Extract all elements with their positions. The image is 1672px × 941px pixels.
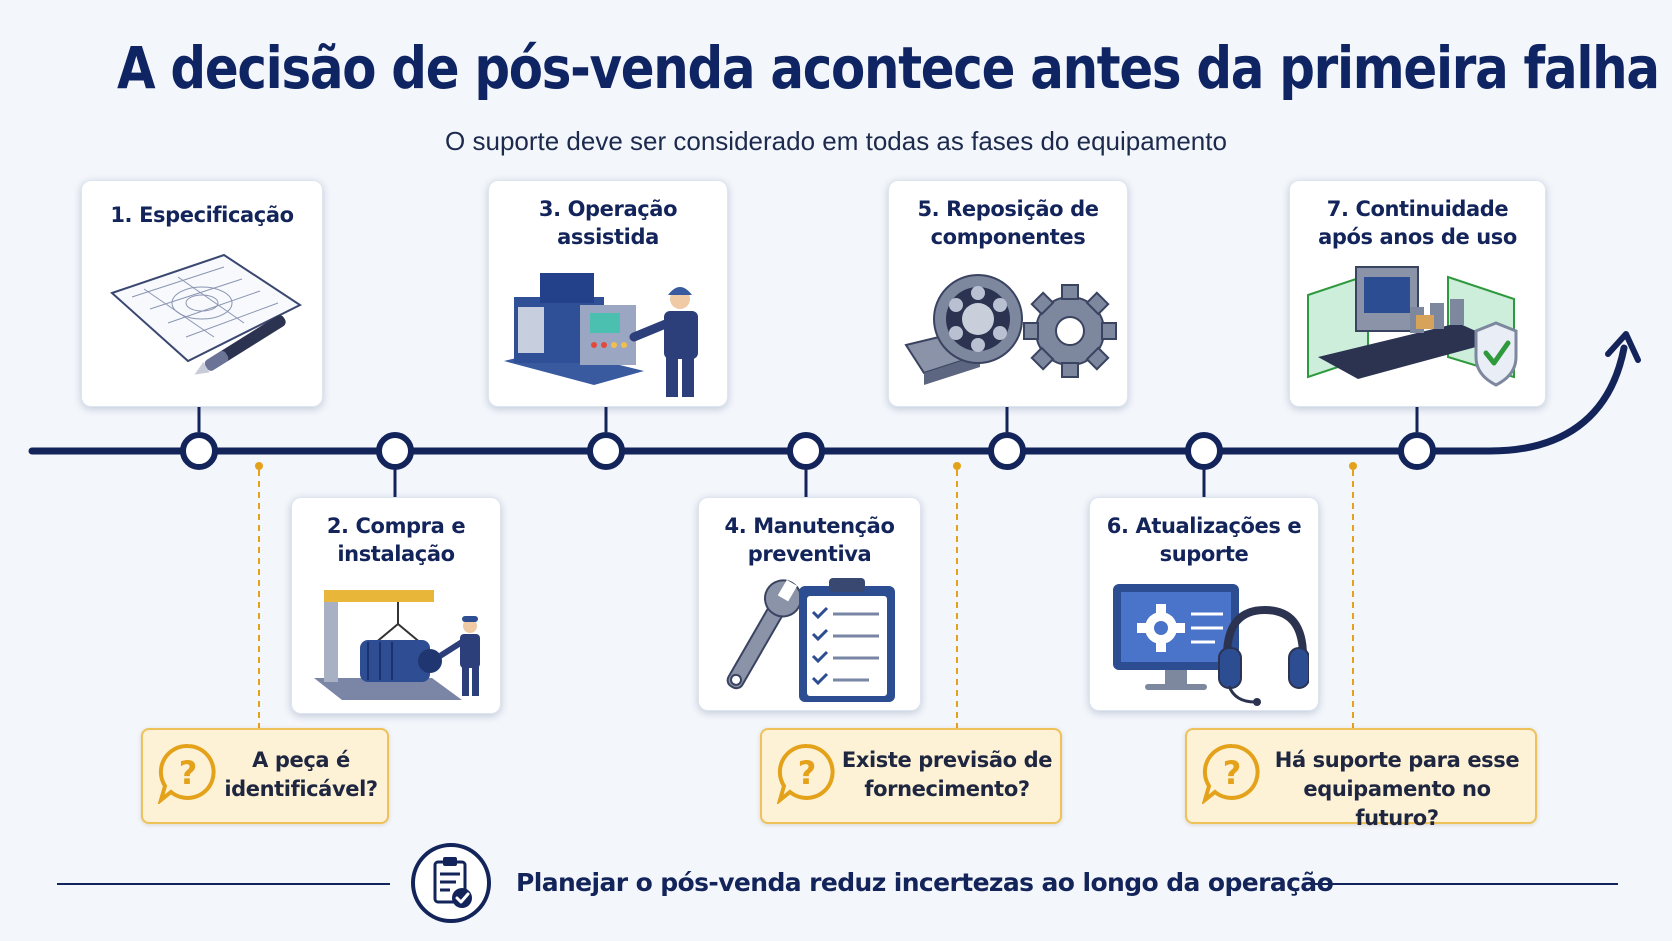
stage-card-3: 3. Operação assistida	[488, 180, 728, 407]
stage-4-title: 4. Manutenção preventiva	[724, 514, 895, 566]
question-bubble-icon: ?	[776, 743, 835, 804]
stage-6-title: 6. Atualizações e suporte	[1106, 514, 1302, 566]
stage-card-7: 7. Continuidade após anos de uso	[1289, 180, 1546, 407]
timeline-node-2	[376, 432, 414, 470]
stage-7-title: 7. Continuidade após anos de uso	[1318, 197, 1517, 249]
operator-machine-icon	[504, 273, 698, 397]
bearing-gear-icon	[904, 274, 1117, 385]
stage-5-title: 5. Reposição de componentes	[917, 197, 1099, 249]
footer-message: Planejar o pós-venda reduz incertezas ao…	[516, 868, 1334, 897]
clipboard-check-icon	[411, 843, 491, 923]
svg-text:?: ?	[798, 754, 817, 792]
timeline-arrow-icon	[1605, 331, 1641, 363]
blueprint-pen-icon	[110, 253, 302, 375]
timeline-node-7	[1398, 432, 1436, 470]
timeline-nodes	[180, 432, 1436, 470]
page-title: A decisão de pós-venda acontece antes da…	[117, 34, 1660, 102]
question-connectors	[258, 470, 1354, 728]
stage-card-6: 6. Atualizações e suporte	[1089, 497, 1319, 711]
timeline-node-5	[988, 432, 1026, 470]
question-bubble-icon: ?	[157, 743, 216, 804]
timeline-node-3	[587, 432, 625, 470]
svg-text:?: ?	[1223, 754, 1242, 792]
question-bubble-icon: ?	[1201, 743, 1260, 804]
stage-3-title: 3. Operação assistida	[538, 197, 678, 249]
timeline-line	[28, 344, 1628, 455]
timeline-node-1	[180, 432, 218, 470]
stage-card-1: 1. Especificação	[81, 180, 323, 407]
footer-divider-left	[57, 883, 390, 885]
wrench-checklist-icon	[726, 578, 895, 702]
stage-card-2: 2. Compra e instalação	[291, 497, 501, 714]
stage-1-title: 1. Especificação	[110, 203, 294, 227]
production-line-shield-icon	[1307, 266, 1518, 387]
timeline-node-6	[1185, 432, 1223, 470]
stage-card-4: 4. Manutenção preventiva	[698, 497, 921, 711]
timeline-node-4	[787, 432, 825, 470]
crane-motor-installation-icon	[314, 590, 480, 700]
monitor-headset-icon	[1113, 584, 1309, 706]
footer-divider-right	[1310, 883, 1618, 885]
question-connector-dots	[255, 462, 1357, 470]
svg-text:?: ?	[179, 754, 198, 792]
stage-card-5: 5. Reposição de componentes	[888, 180, 1128, 407]
page-subtitle: O suporte deve ser considerado em todas …	[445, 126, 1227, 156]
stage-2-title: 2. Compra e instalação	[326, 514, 466, 566]
